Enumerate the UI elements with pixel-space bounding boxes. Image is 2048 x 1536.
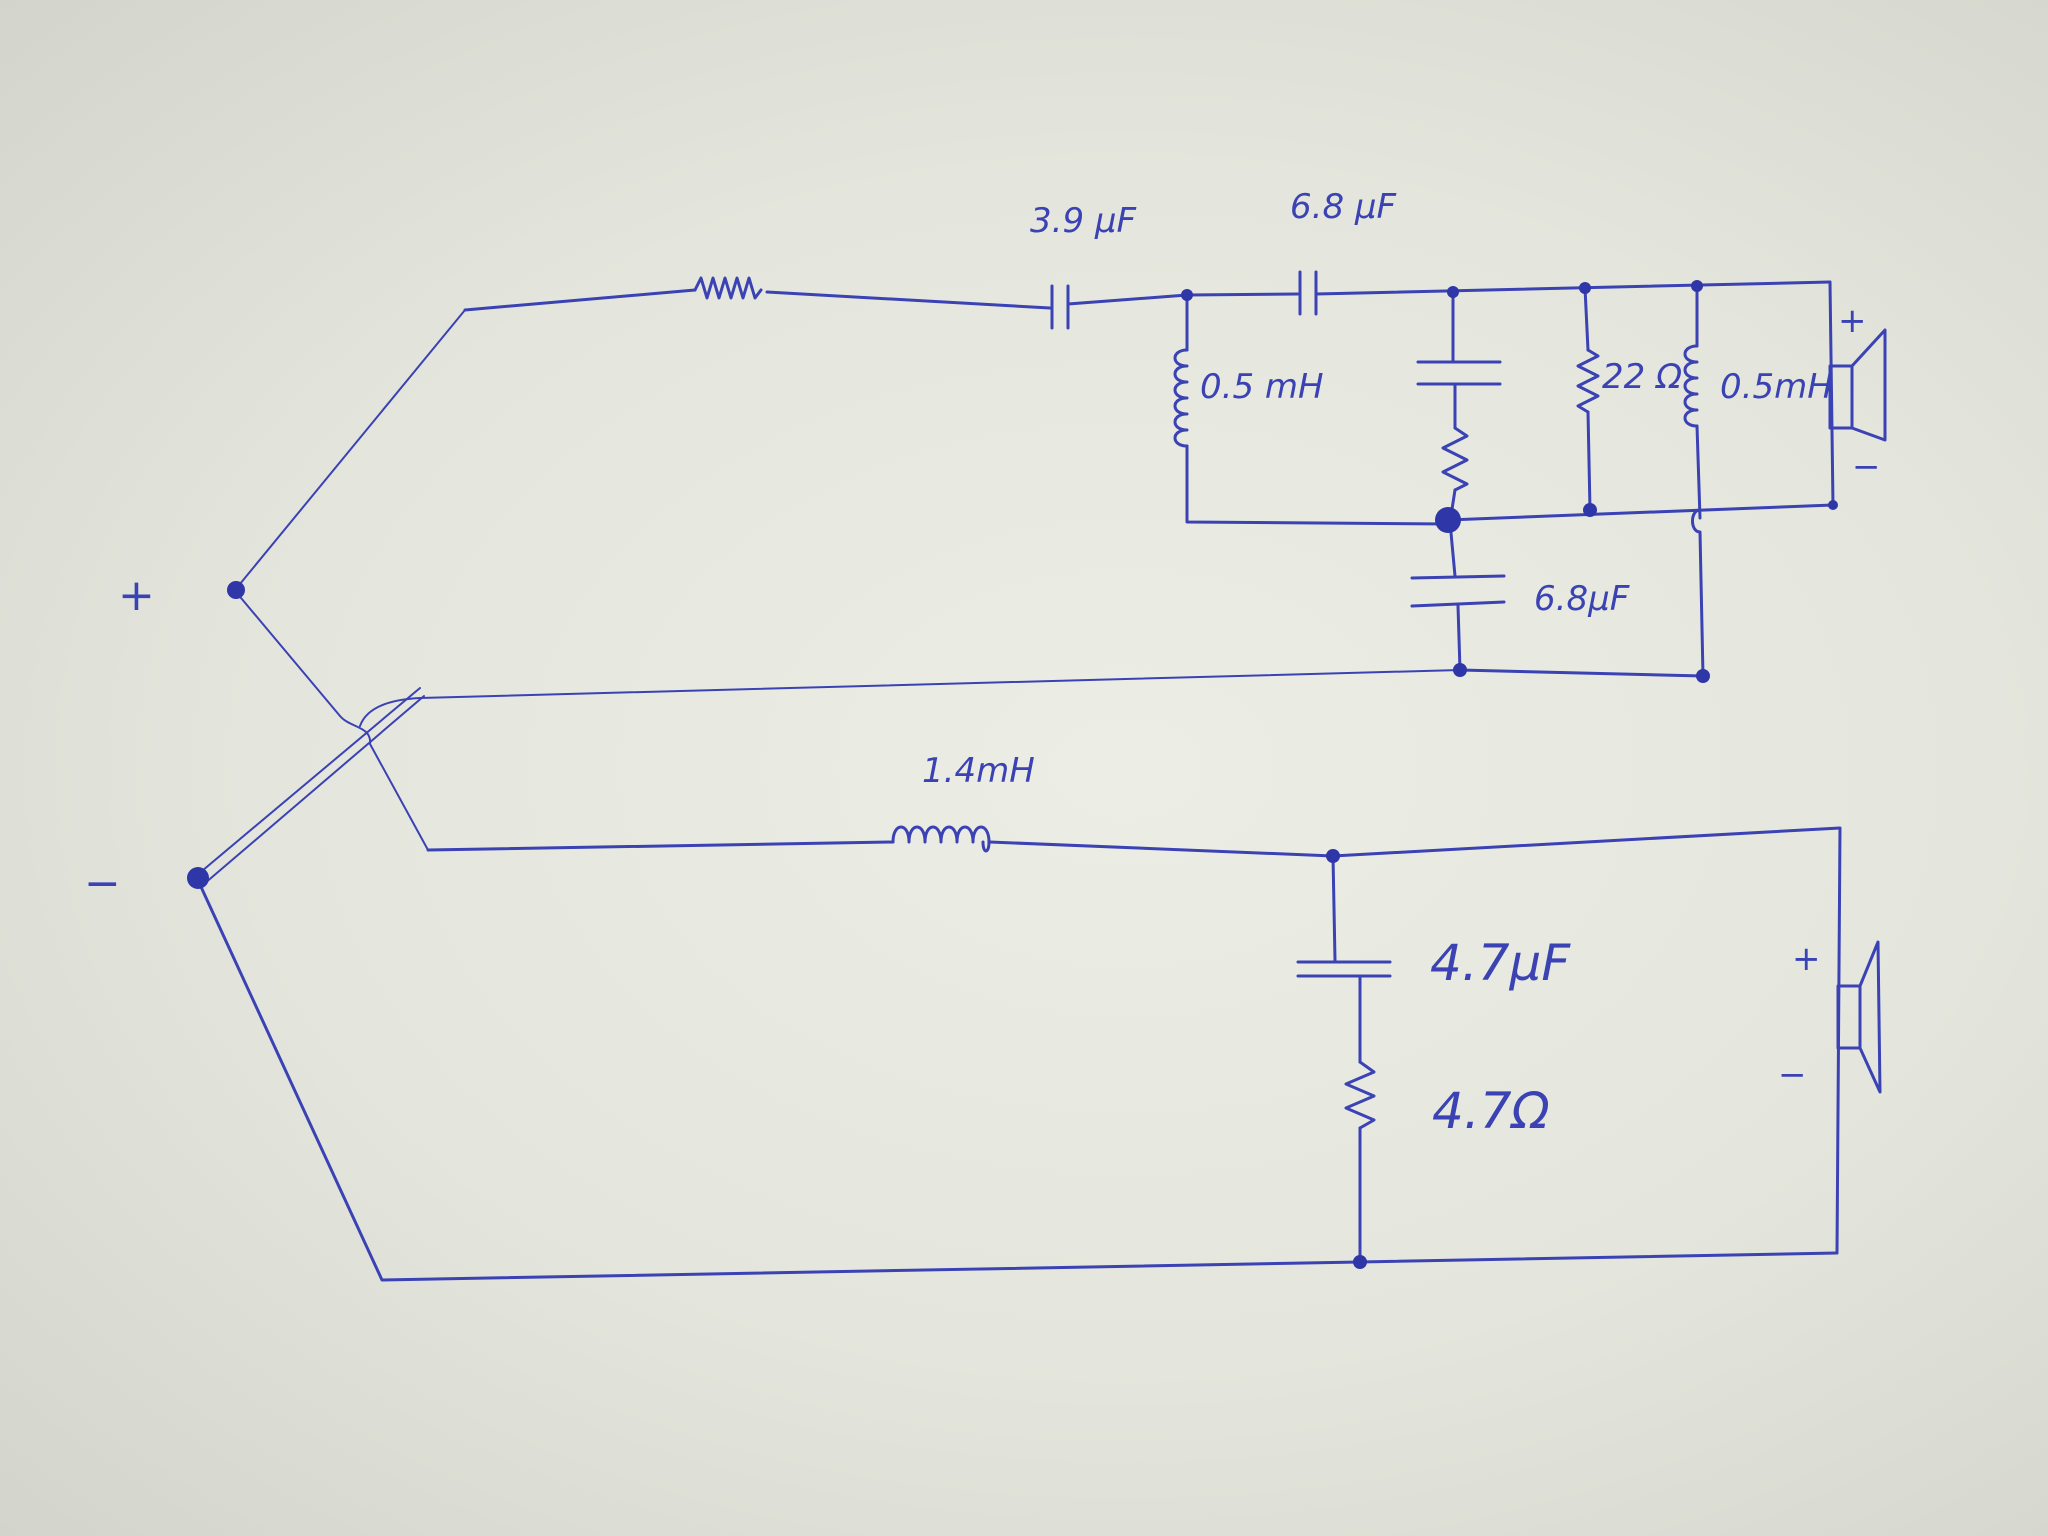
input-minus-terminal bbox=[187, 867, 209, 889]
tweeter-minus-label: − bbox=[1852, 447, 1881, 487]
junction-dot bbox=[1691, 280, 1703, 292]
label-1.4mh: 1.4mH bbox=[922, 751, 1035, 791]
tweeter-return-bus bbox=[1458, 668, 1705, 678]
label-6.8uf-series: 6.8 μF bbox=[1290, 187, 1397, 227]
input-plus-terminal bbox=[227, 581, 245, 599]
input-plus-to-tweeter-wire bbox=[234, 309, 466, 591]
resistor-rc-branch bbox=[1441, 426, 1469, 492]
capacitor-3.9uf bbox=[1050, 284, 1070, 330]
junction-dot bbox=[1828, 500, 1838, 510]
input-minus-label: − bbox=[84, 858, 121, 909]
label-4.7uf: 4.7μF bbox=[1430, 934, 1571, 992]
label-6.8uf-shunt: 6.8μF bbox=[1534, 579, 1630, 619]
tweeter-wire-r22-top bbox=[1583, 286, 1590, 352]
tweeter-wire-l2-bottom bbox=[1695, 424, 1702, 520]
tweeter-top-wire-a bbox=[463, 288, 697, 312]
junction-dot bbox=[1353, 1255, 1367, 1269]
junction-dot bbox=[1453, 663, 1467, 677]
inductor-1.4mh bbox=[891, 825, 991, 853]
tweeter-top-wire-d bbox=[1185, 292, 1300, 297]
minus-to-tweeter-diagonal bbox=[195, 687, 425, 885]
capacitor-6.8uf-shunt bbox=[1410, 574, 1506, 608]
woofer-plus-label: + bbox=[1792, 939, 1821, 979]
junction-dot bbox=[1579, 282, 1591, 294]
junction-dot bbox=[1435, 507, 1461, 533]
tweeter-top-wire-e bbox=[1314, 280, 1832, 296]
woofer-top-wire-b bbox=[988, 826, 1842, 1255]
junction-dot bbox=[1447, 286, 1459, 298]
junction-dot bbox=[1326, 849, 1340, 863]
woofer-top-wire-a bbox=[426, 840, 895, 852]
woofer-speaker-icon bbox=[1836, 940, 1882, 1094]
input-plus-to-woofer-wire bbox=[235, 591, 429, 851]
woofer-minus-label: − bbox=[1778, 1055, 1807, 1095]
tweeter-wire-shunt-bottom bbox=[1456, 604, 1462, 672]
tweeter-wire-r22-bottom bbox=[1586, 410, 1592, 512]
capacitor-6.8uf-series bbox=[1298, 270, 1318, 316]
label-3.9uf: 3.9 μF bbox=[1030, 201, 1137, 241]
tweeter-top-wire-c bbox=[1066, 293, 1189, 306]
junction-dot bbox=[1696, 669, 1710, 683]
tweeter-top-wire-b bbox=[765, 290, 1052, 310]
label-4.7ohm: 4.7Ω bbox=[1432, 1082, 1550, 1140]
tweeter-plus-label: + bbox=[1838, 301, 1867, 341]
tweeter-return-wire bbox=[359, 669, 1461, 727]
label-0.5mh-right: 0.5mH bbox=[1720, 367, 1833, 407]
junction-dot bbox=[1181, 289, 1193, 301]
woofer-wire-rc-top bbox=[1331, 854, 1337, 962]
label-22ohm: 22 Ω bbox=[1602, 357, 1682, 397]
tweeter-inductor-hop bbox=[1691, 508, 1705, 678]
resistor-22ohm bbox=[1576, 348, 1600, 414]
input-plus-label: + bbox=[118, 570, 155, 621]
capacitor-rc-branch bbox=[1416, 360, 1502, 386]
junction-dot bbox=[1583, 503, 1597, 517]
woofer-bottom-bus bbox=[194, 874, 1839, 1282]
tweeter-speaker-icon bbox=[1828, 328, 1887, 442]
inductor-0.5mh-left bbox=[1173, 348, 1189, 448]
resistor-4.7ohm bbox=[1344, 1060, 1376, 1130]
inductor-0.5mh-right bbox=[1683, 344, 1699, 428]
tweeter-series-resistor bbox=[693, 276, 763, 300]
label-0.5mh-left: 0.5 mH bbox=[1200, 367, 1324, 407]
tweeter-bottom-bus bbox=[1446, 503, 1835, 522]
tweeter-wire-l1-bottom bbox=[1185, 444, 1450, 526]
capacitor-4.7uf bbox=[1296, 960, 1392, 978]
